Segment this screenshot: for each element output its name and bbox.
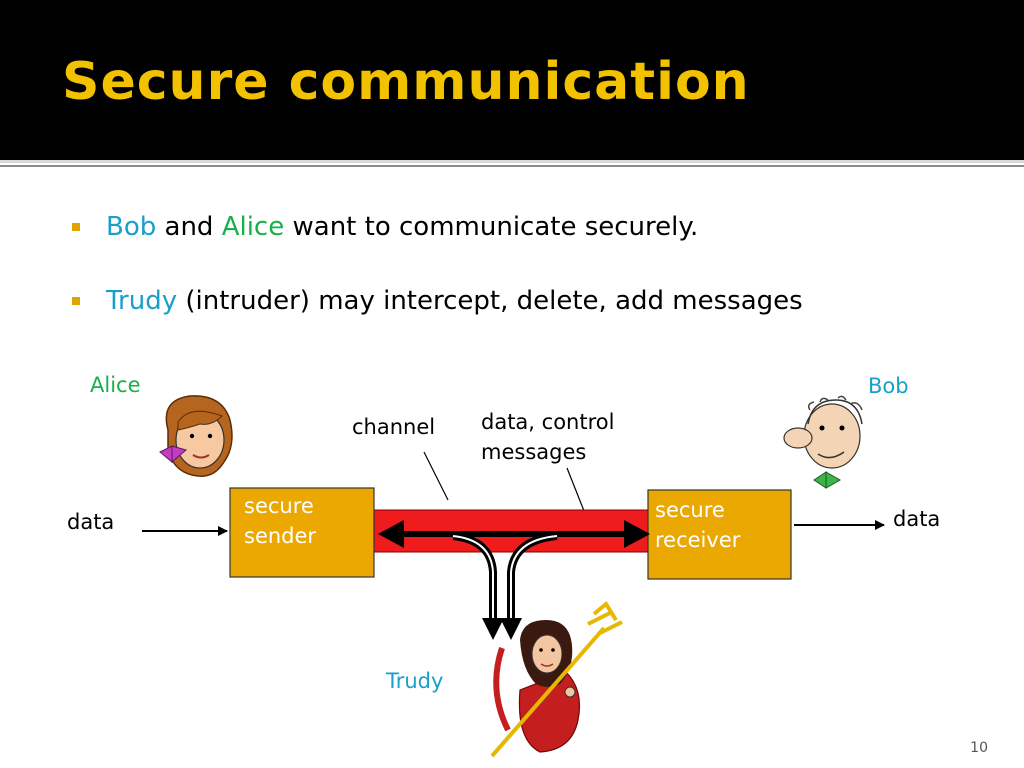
- title-divider-shadow: [0, 165, 1024, 167]
- bullet-1-alice: Alice: [221, 212, 285, 242]
- secure-sender-box: [229, 487, 375, 578]
- slide-number: 10: [970, 740, 988, 756]
- bullet-square-icon: [72, 223, 80, 231]
- secure-receiver-line2: receiver: [655, 528, 741, 552]
- bullet-1-rest: want to communicate securely.: [284, 212, 699, 242]
- channel-label: channel: [352, 415, 435, 439]
- bob-label: Bob: [868, 374, 909, 398]
- secure-receiver-box: [647, 489, 792, 580]
- bullet-2-trudy: Trudy: [106, 286, 178, 316]
- trudy-label: Trudy: [385, 669, 443, 693]
- alice-icon: [159, 395, 233, 477]
- slide-title: Secure communication: [62, 52, 750, 112]
- secure-receiver-line1: secure: [655, 498, 725, 522]
- bob-icon: [783, 395, 863, 489]
- bullet-1-and: and: [156, 212, 222, 242]
- title-divider: [0, 160, 1024, 163]
- alice-label: Alice: [90, 373, 141, 397]
- channel-pointer-line: [423, 451, 449, 501]
- data-control-label-line2: messages: [481, 440, 586, 464]
- bullet-square-icon: [72, 297, 80, 305]
- data-out-label: data: [893, 507, 940, 531]
- secure-sender-line1: secure: [244, 494, 314, 518]
- bullet-1-bob: Bob: [106, 212, 157, 242]
- trudy-icon: [490, 600, 623, 758]
- intercept-arrows: [452, 532, 558, 640]
- channel-double-arrow: [378, 520, 650, 548]
- secure-sender-line2: sender: [244, 524, 316, 548]
- bullet-2-rest: (intruder) may intercept, delete, add me…: [177, 286, 803, 316]
- data-control-label-line1: data, control: [481, 410, 614, 434]
- title-bar: Secure communication: [0, 0, 1024, 160]
- data-in-label: data: [67, 510, 114, 534]
